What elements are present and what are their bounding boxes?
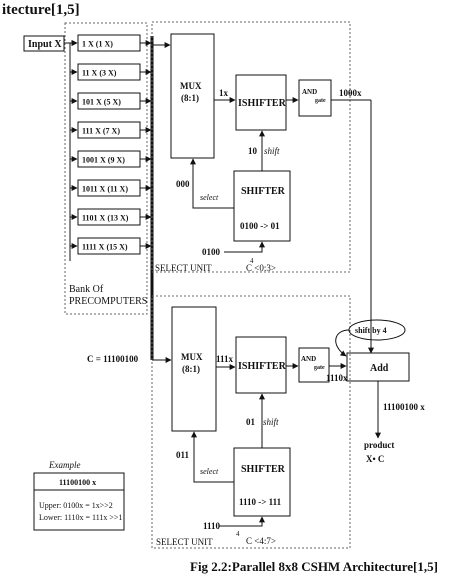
upper-c-bits: 0100 xyxy=(202,247,221,257)
precomputer-label: 1101 X (13 X) xyxy=(82,214,129,223)
lower-mux-label: MUX xyxy=(181,352,203,362)
upper-shifter-map: 0100 -> 01 xyxy=(240,221,280,231)
upper-ishifter-label: ISHIFTER xyxy=(238,98,287,109)
bank-label-line1: Bank Of xyxy=(69,284,104,295)
adder-shift-label: shift by 4 xyxy=(355,326,387,335)
upper-mux-box xyxy=(170,33,215,159)
lower-select-unit-frame xyxy=(151,295,351,549)
lower-ishifter-box xyxy=(235,336,287,394)
upper-shift-label: shift xyxy=(264,146,280,156)
example-title: Example xyxy=(48,460,81,470)
precomputer-bank xyxy=(64,22,148,315)
upper-and-gate-label: gate xyxy=(315,98,326,104)
upper-select-label: select xyxy=(200,193,219,202)
precomputer-label: 1001 X (9 X) xyxy=(82,156,125,165)
lower-shifter-label: SHIFTER xyxy=(241,464,286,475)
example-upper: Upper: 0100x = 1x>>2 xyxy=(39,501,113,510)
upper-unit-label: SELECT UNIT xyxy=(155,263,212,273)
lower-shifter-map: 1110 -> 111 xyxy=(239,497,282,507)
upper-shift-value: 10 xyxy=(248,146,258,156)
lower-bus-width: 4 xyxy=(236,530,240,538)
lower-c-bits: 1110 xyxy=(203,521,221,531)
precomputer-label: 101 X (5 X) xyxy=(82,98,121,107)
lower-ishifter-label: ISHIFTER xyxy=(238,361,287,372)
upper-mux-ratio: (8:1) xyxy=(181,93,199,103)
upper-and-out: 1000x xyxy=(339,88,362,98)
example-box xyxy=(33,472,125,531)
upper-bus-width: 4 xyxy=(250,257,254,265)
adder-out-value: 11100100 x xyxy=(383,402,425,412)
lower-select-code: 011 xyxy=(176,450,190,460)
lower-shift-label: shift xyxy=(263,417,279,427)
upper-select-code: 000 xyxy=(176,179,190,189)
lower-and-out: 1110x xyxy=(326,373,348,383)
precomputer-label: 1011 X (11 X) xyxy=(82,185,128,194)
bank-label-line2: PRECOMPUTERS xyxy=(69,296,147,307)
header-fragment: itecture[1,5] xyxy=(2,2,80,18)
upper-shifter-label: SHIFTER xyxy=(241,186,286,197)
upper-and-gate xyxy=(298,79,332,117)
upper-mux-label: MUX xyxy=(180,81,202,91)
adder-label: Add xyxy=(370,363,389,374)
precomputer-label: 11 X (3 X) xyxy=(82,69,117,78)
lower-and-label: AND xyxy=(301,355,316,363)
lower-shift-value: 01 xyxy=(246,417,256,427)
product-label: product xyxy=(364,440,394,450)
input-x-label: Input X xyxy=(28,39,62,50)
example-lower: Lower: 1110x = 111x >>1 xyxy=(39,513,122,522)
precomputer-label: 111 X (7 X) xyxy=(82,127,120,136)
precomputer-list: 1 X (1 X) 11 X (3 X) 101 X (5 X) 111 X (7 X… xyxy=(70,34,152,255)
lower-c-range: C <4:7> xyxy=(246,536,276,546)
figure-caption: Fig 2.2:Parallel 8x8 CSHM Architecture[1… xyxy=(190,559,438,574)
lower-mux-ratio: (8:1) xyxy=(182,364,200,374)
upper-ishifter-box xyxy=(235,74,287,131)
lower-select-label: select xyxy=(200,467,219,476)
precomputer-label: 1111 X (15 X) xyxy=(82,243,128,252)
upper-c-range: C <0:3> xyxy=(246,263,276,273)
lower-mux-box xyxy=(171,306,217,432)
c-input-label: C = 11100100 xyxy=(87,354,139,364)
lower-mux-out: 111x xyxy=(216,354,234,364)
lower-and-gate-label: gate xyxy=(314,365,325,371)
product-expression: X• C xyxy=(366,454,384,464)
lower-and-gate xyxy=(298,347,330,383)
upper-and-label: AND xyxy=(302,88,317,96)
lower-unit-label: SELECT UNIT xyxy=(156,537,213,547)
example-value: 11100100 x xyxy=(59,478,96,487)
upper-mux-out: 1x xyxy=(219,88,229,98)
precomputer-label: 1 X (1 X) xyxy=(82,40,113,49)
